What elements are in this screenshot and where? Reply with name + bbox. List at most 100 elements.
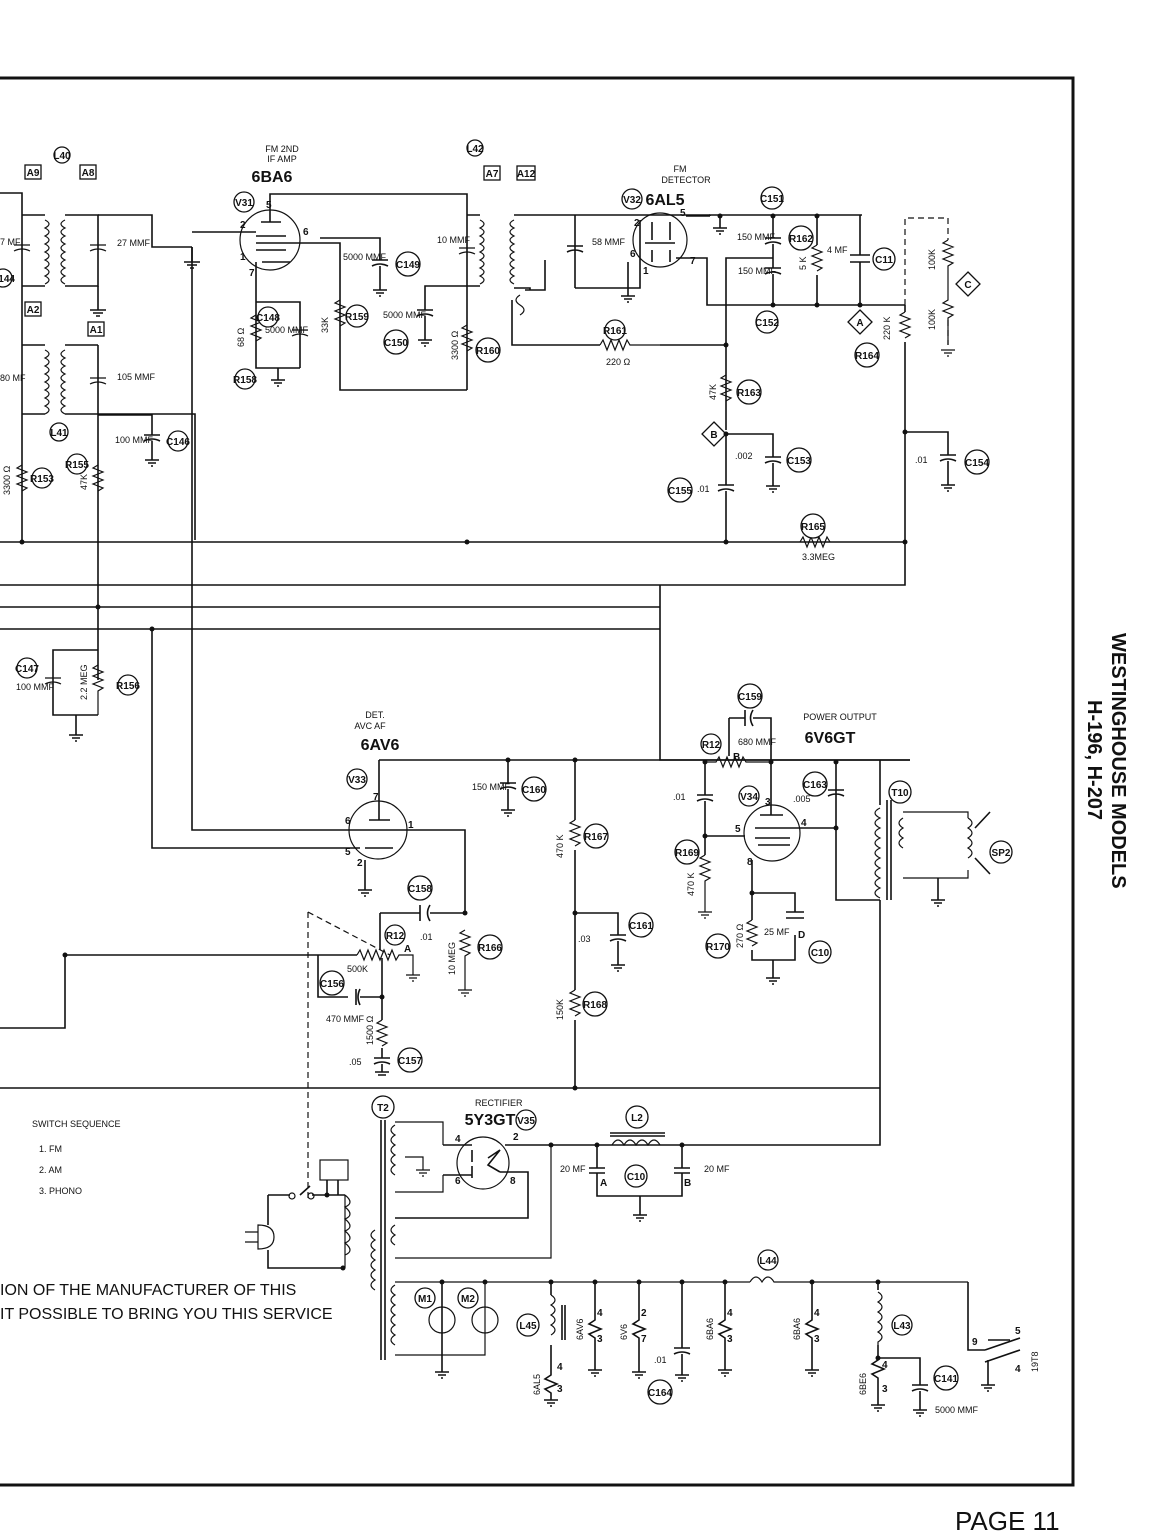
- v32-tube-type: 6AL5: [645, 192, 684, 209]
- v31-pin-7: 7: [249, 268, 255, 279]
- c-105mmf-value: 105 MMF: [117, 372, 156, 382]
- 19t8-pin-9: 9: [972, 1337, 978, 1348]
- test-point-a: A: [856, 318, 863, 329]
- c147-r156-network: C147 100 MMF 2.2 MEG R156: [15, 649, 140, 742]
- page-frame: [0, 76, 1075, 1487]
- a9-label: A9: [27, 168, 40, 179]
- v31-tube-type: 6BA6: [252, 169, 293, 186]
- l45-label: L45: [519, 1321, 537, 1332]
- c146-value: 100 MMF: [115, 435, 154, 445]
- r162-value: 5 K: [798, 256, 808, 270]
- v33-pin-2: 2: [357, 858, 363, 869]
- fm-2nd-if-label-1: FM 2ND: [265, 144, 299, 154]
- c144-label: C144: [0, 274, 15, 285]
- c164-value: .01: [654, 1355, 667, 1365]
- r159-label: R159: [345, 312, 369, 323]
- r167-value: 470 K: [555, 834, 565, 858]
- 6al5-pin-4: 4: [557, 1362, 563, 1373]
- c148-value: 5000 MMF: [265, 325, 309, 335]
- 6be6-pin-4: 4: [882, 1360, 888, 1371]
- v31-pin-5: 5: [266, 200, 272, 211]
- a12-label: A12: [517, 169, 536, 180]
- c161-value: .03: [578, 934, 591, 944]
- c155-label: C155: [668, 486, 692, 497]
- footer-text: ION OF THE MANUFACTURER OF THIS IT POSSI…: [0, 1282, 333, 1323]
- v31-pin-2: 2: [240, 220, 246, 231]
- switch-item-fm: 1. FM: [39, 1144, 62, 1154]
- r156-value: 2.2 MEG: [79, 664, 89, 700]
- r160-label: R160: [476, 346, 500, 357]
- r165-value: 3.3MEG: [802, 552, 835, 562]
- heater-6al5-label: 6AL5: [532, 1374, 542, 1395]
- r-1500-value: 1500 Ω: [365, 1015, 375, 1045]
- t10-label: T10: [891, 788, 909, 799]
- 19t8-pin-5: 5: [1015, 1326, 1021, 1337]
- v33-label: V33: [348, 775, 366, 786]
- footer-line-1: ION OF THE MANUFACTURER OF THIS: [0, 1282, 296, 1299]
- title-line-1: WESTINGHOUSE MODELS: [1107, 633, 1129, 889]
- switch-item-am: 2. AM: [39, 1165, 62, 1175]
- l43-label: L43: [893, 1321, 911, 1332]
- c151-label: C151: [760, 194, 784, 205]
- stage-fm-2nd-if-amp: FM 2ND IF AMP 6BA6 V31 5 2 6 1 7 C148 50…: [192, 144, 468, 391]
- 6al5-pin-3: 3: [557, 1384, 563, 1395]
- test-point-b: B: [710, 430, 717, 441]
- c169-value: .01: [673, 792, 686, 802]
- v35-label: V35: [517, 1116, 535, 1127]
- v32-pin-2: 2: [634, 218, 640, 229]
- c148-label: C148: [256, 313, 280, 324]
- c10-section-a: A: [600, 1178, 607, 1189]
- r166-value: 10 MEG: [447, 942, 457, 975]
- c152-value: 150 MMF: [738, 266, 777, 276]
- rectifier-label: RECTIFIER: [475, 1098, 523, 1108]
- c10-label: C10: [627, 1172, 646, 1183]
- c164-label: C164: [648, 1388, 672, 1399]
- fm-2nd-if-label-2: IF AMP: [267, 154, 297, 164]
- c10-section-b: B: [684, 1178, 691, 1189]
- c153-label: C153: [787, 456, 811, 467]
- c-10mmf-value: 10 MMF: [437, 235, 471, 245]
- r156-label: R156: [116, 681, 140, 692]
- c149-label: C149: [396, 260, 420, 271]
- c10-section-d: D: [798, 930, 805, 941]
- 19t8-pin-4: 4: [1015, 1364, 1021, 1375]
- r153-value: 3300 Ω: [2, 465, 12, 495]
- c10d-label: C10: [811, 948, 830, 959]
- l44-label: L44: [759, 1256, 777, 1267]
- c149-value: 5000 MMF: [343, 252, 387, 262]
- v31-label: V31: [235, 198, 253, 209]
- r170-value: 270 Ω: [735, 923, 745, 948]
- 6ba6b-pin-4: 4: [814, 1308, 820, 1319]
- c157-label: C157: [398, 1056, 422, 1067]
- r160-value: 3300 Ω: [450, 330, 460, 360]
- c11-value: 4 MF: [827, 245, 848, 255]
- document-title: WESTINGHOUSE MODELS H-196, H-207: [1083, 633, 1129, 889]
- heater-6av6-label: 6AV6: [575, 1319, 585, 1340]
- v35-tube-type: 5Y3GT: [465, 1112, 516, 1129]
- det-avc-af-label-2: AVC AF: [354, 721, 386, 731]
- c153-value: .002: [735, 451, 753, 461]
- 6be6-pin-3: 3: [882, 1384, 888, 1395]
- heater-6ba6b-label: 6BA6: [792, 1318, 802, 1340]
- c158-value: .01: [420, 932, 433, 942]
- volume-control-network: C158 .01 R12 A 500K C156 470 MMF 1500 Ω …: [0, 875, 503, 1200]
- v33-tube-type: 6AV6: [361, 737, 400, 754]
- v32-pin-5: 5: [680, 208, 686, 219]
- r168-value: 150K: [555, 999, 565, 1020]
- r155-value: 47K: [79, 474, 89, 490]
- r163-value: 47K: [708, 384, 718, 400]
- r168-label: R168: [583, 1000, 607, 1011]
- r159-value: 33K: [320, 317, 330, 333]
- fm-detector-label-1: FM: [674, 164, 687, 174]
- l40-label: L40: [53, 151, 71, 162]
- v34-pin-3: 3: [765, 797, 771, 808]
- footer-line-2: IT POSSIBLE TO BRING YOU THIS SERVICE: [0, 1306, 333, 1323]
- v34-pin-8: 8: [747, 857, 753, 868]
- r158-label: R158: [233, 375, 257, 386]
- 6v6-pin-7: 7: [641, 1334, 647, 1345]
- l41-label: L41: [50, 428, 68, 439]
- power-switch-and-plug: [245, 1159, 351, 1271]
- a8-label: A8: [82, 168, 95, 179]
- c160-label: C160: [522, 785, 546, 796]
